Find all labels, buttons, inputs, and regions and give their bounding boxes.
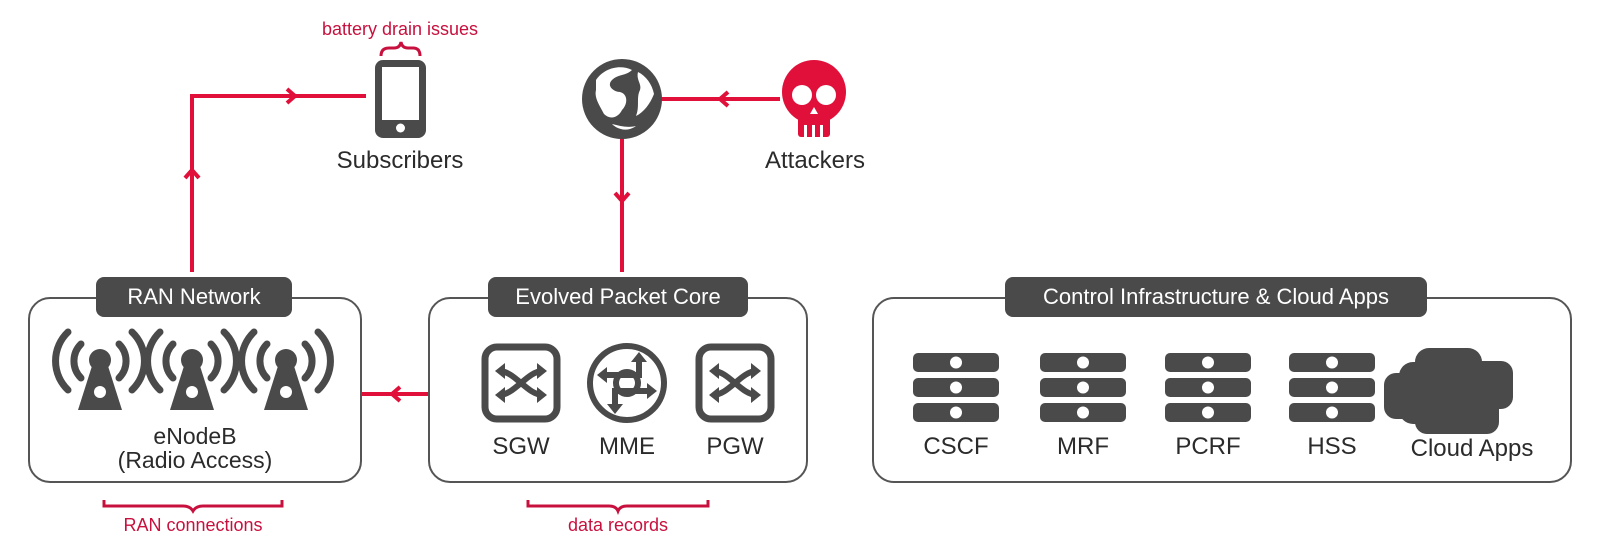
- arrow-up-icon: [183, 166, 201, 180]
- skull-icon: [782, 60, 846, 137]
- flow-internet-to-epc: [613, 135, 631, 272]
- globe-icon: [582, 59, 662, 139]
- pgw-label: PGW: [706, 433, 764, 460]
- evolved-packet-core-title: Evolved Packet Core: [488, 277, 748, 317]
- ran-connections-note: RAN connections: [123, 515, 263, 535]
- cloud-icon: [1384, 348, 1513, 434]
- pcrf-label: PCRF: [1175, 433, 1241, 460]
- smartphone-icon: [375, 60, 426, 138]
- flow-epc-to-ran: [360, 385, 428, 403]
- connector-line: [190, 94, 366, 272]
- flow-ran-to-subscribers: [183, 87, 366, 272]
- arrow-left-icon: [388, 385, 402, 403]
- enodeb-label-line2: (Radio Access): [117, 447, 273, 474]
- subscribers-label: Subscribers: [336, 147, 464, 174]
- attackers-label: Attackers: [764, 147, 866, 174]
- ran-network-title: RAN Network: [96, 277, 292, 317]
- hss-label: HSS: [1307, 433, 1357, 460]
- arrow-left-icon: [716, 90, 730, 108]
- mrf-label: MRF: [1057, 433, 1109, 460]
- arrow-down-icon: [613, 191, 631, 205]
- data-records-note: data records: [567, 515, 669, 535]
- cloud-apps-label: Cloud Apps: [1410, 435, 1534, 462]
- enodeb-label: eNodeB (Radio Access): [118, 424, 273, 472]
- enodeb-label-line1: eNodeB: [153, 423, 237, 449]
- control-infrastructure-title: Control Infrastructure & Cloud Apps: [1005, 277, 1427, 317]
- cscf-label: CSCF: [923, 433, 989, 460]
- mme-label: MME: [599, 433, 655, 460]
- sgw-label: SGW: [492, 433, 550, 460]
- arrow-right-icon: [285, 87, 299, 105]
- brace-icon: [102, 500, 284, 514]
- brace-icon: [526, 500, 710, 516]
- brace-icon: [379, 41, 422, 57]
- flow-attackers-to-internet: [648, 90, 780, 108]
- battery-drain-note: battery drain issues: [321, 19, 479, 39]
